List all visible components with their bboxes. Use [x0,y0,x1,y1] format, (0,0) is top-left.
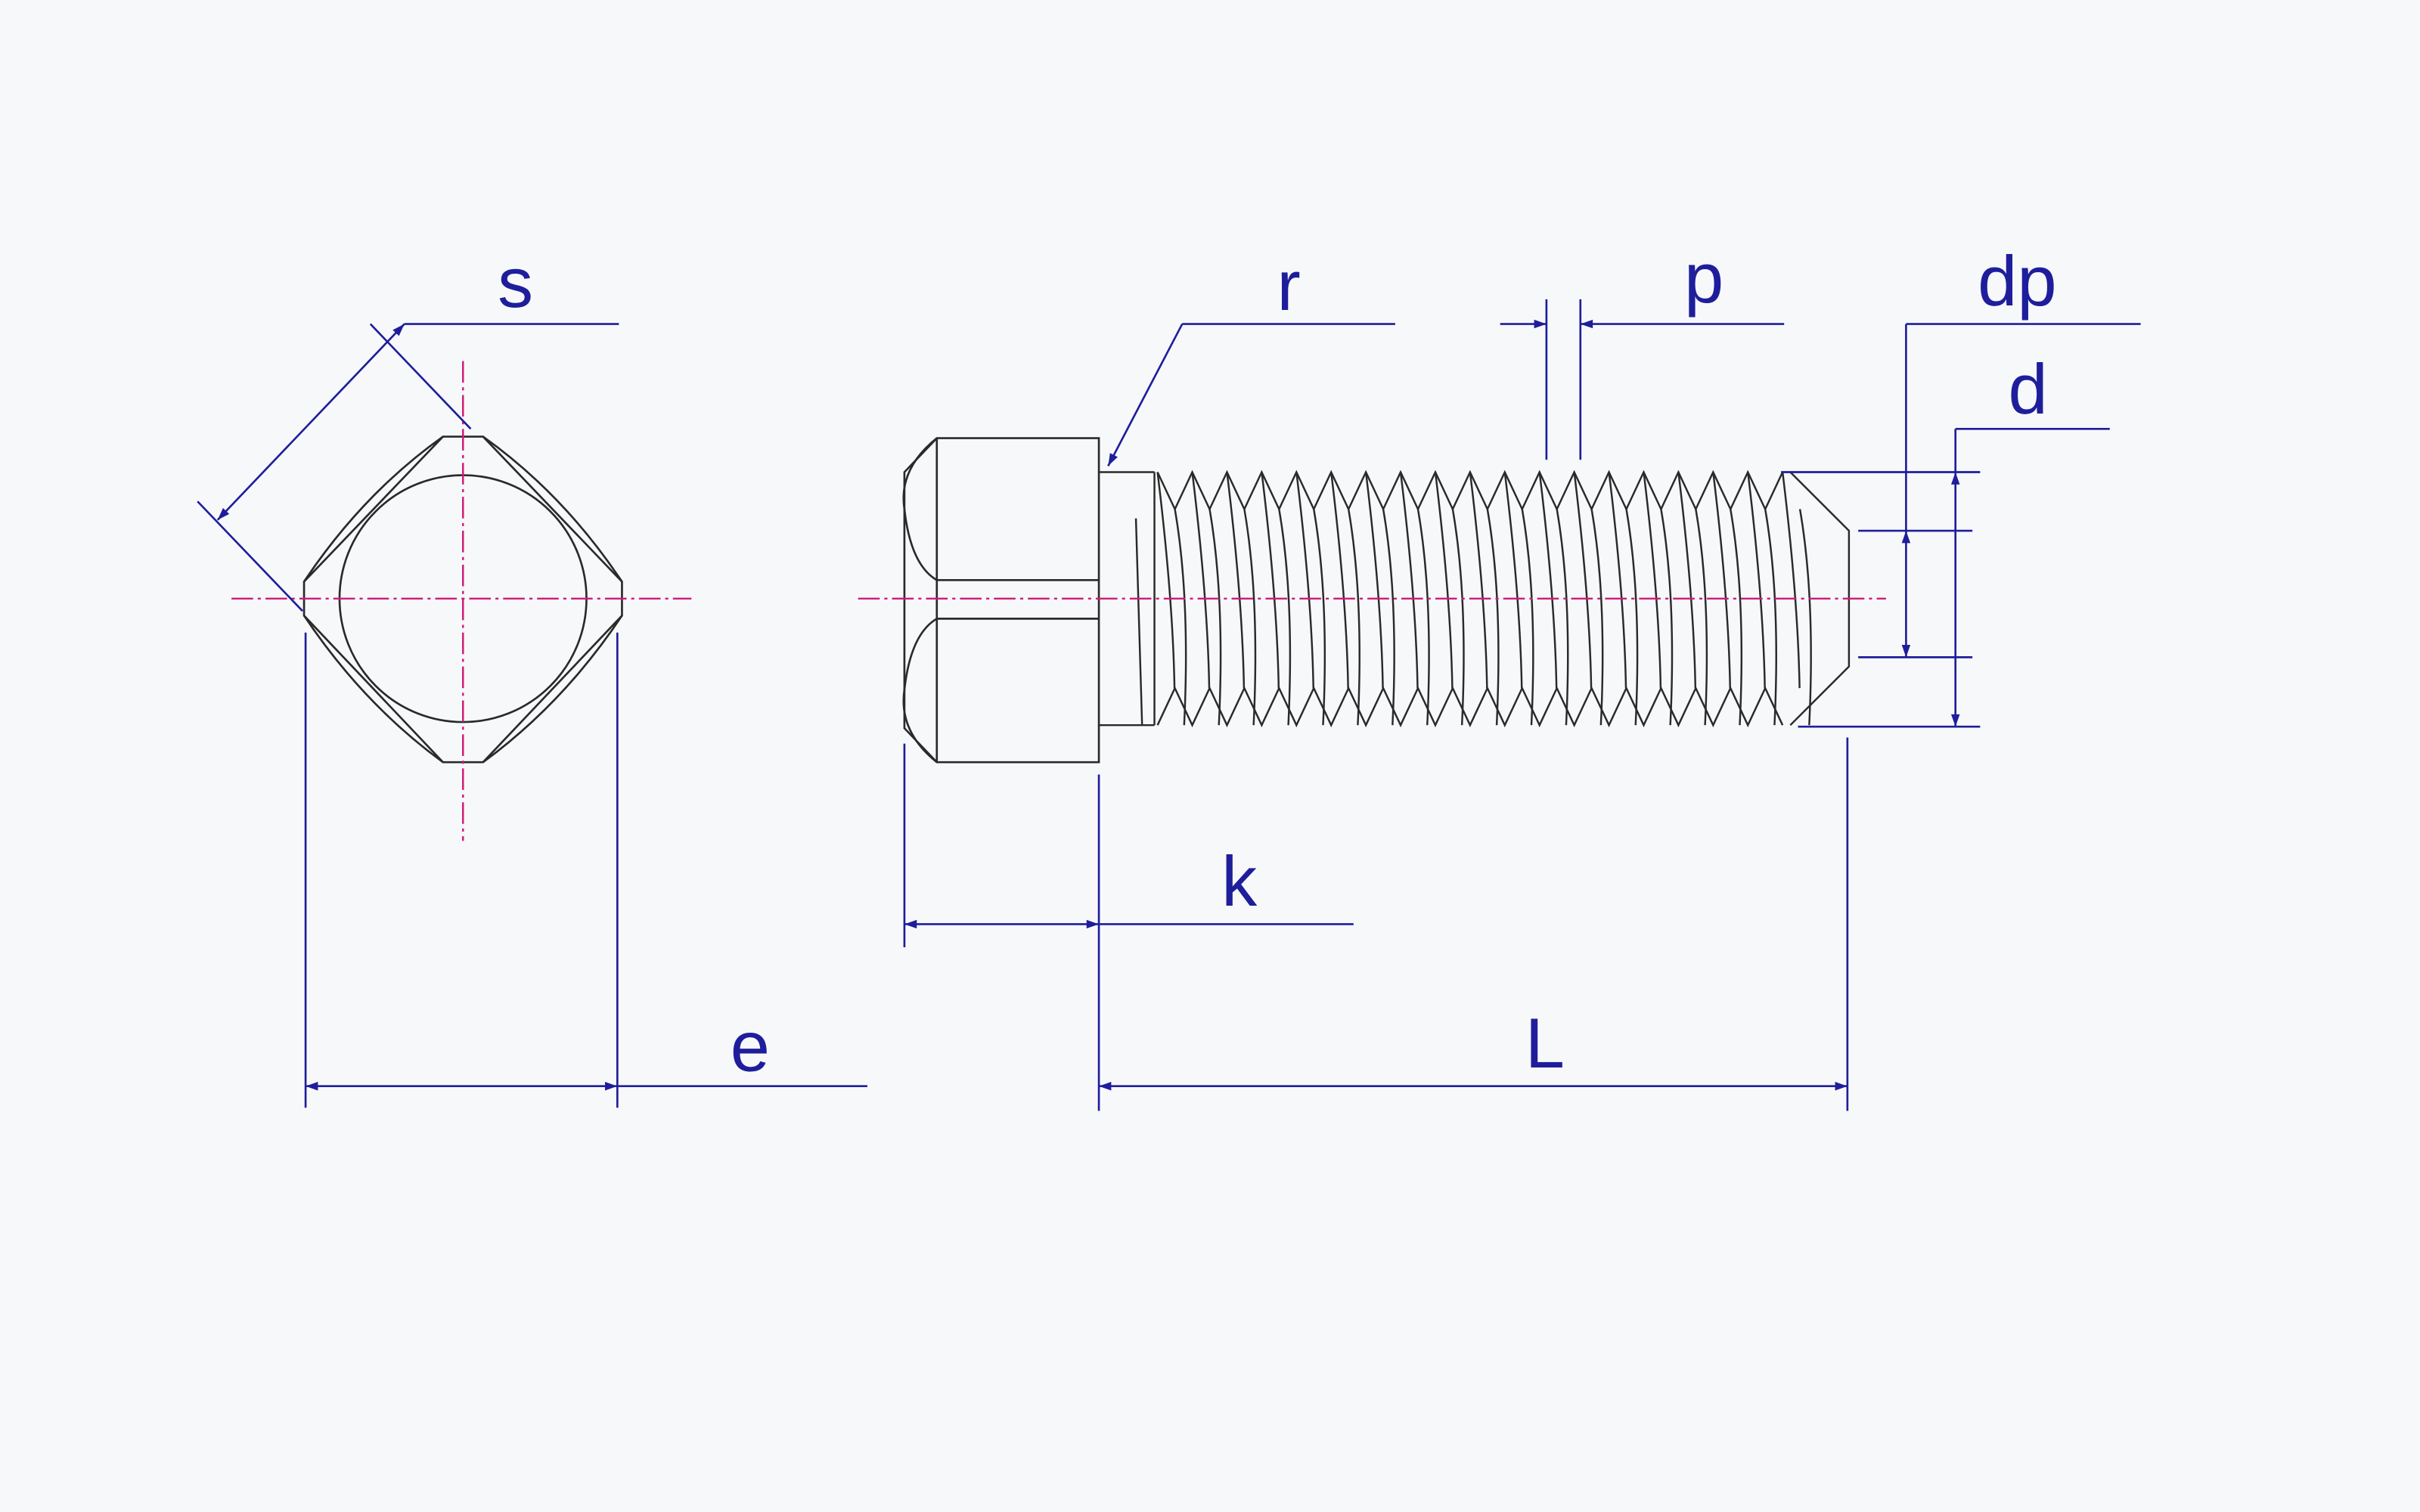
bolt-head-hex-profile [903,437,1100,764]
label-e: e [731,1006,770,1086]
thread-root-line [1521,509,1534,726]
thread-root-line [1278,509,1292,726]
thread-runout-line [1134,518,1143,726]
thread-flank-line [1261,472,1280,689]
thread-root-line [1313,509,1326,726]
head-face-arc-lower [902,618,938,764]
label-p: p [1684,238,1723,318]
thread-root-line [1243,509,1257,726]
thread-flank-line [1295,472,1314,689]
label-dp: dp [1978,241,2056,321]
thread-flank-line [1503,472,1523,689]
thread-root-line [1695,509,1708,726]
chamfer-arc-bottom-left [302,615,444,764]
thread-root-line [1764,509,1777,726]
thread-flank-line [1364,472,1384,689]
thread-root-line [1625,509,1639,726]
thread-root-line [1590,509,1604,726]
thread-flank-line [1781,472,1801,689]
thread-neck [1099,471,1156,727]
thread-flank-line [1226,472,1246,689]
thread-root-line [1730,509,1743,726]
label-k: k [1221,841,1258,921]
thread-root-line [1556,509,1569,726]
thread-flank-line [1608,472,1627,689]
thread-flank-line [1399,472,1419,689]
label-r: r [1277,246,1300,325]
s-extension-line-upper [369,323,472,430]
thread-root-line [1347,509,1360,726]
r-leader-diagonal [1107,323,1184,466]
end-view-centerlines [231,361,692,841]
thread-root-line [1416,509,1430,726]
thread-flank-line [1329,472,1349,689]
thread-root-line [1660,509,1674,726]
thread-root-line [1174,509,1187,726]
thread-root-line [1486,509,1500,726]
side-view [858,437,1886,764]
dimension-lines [197,299,2141,1111]
thread-flanks [1156,472,1812,726]
head-face-arc-upper [902,437,938,581]
chamfer-arc-top-right [482,435,623,583]
label-s: s [498,243,533,322]
thread-flank-line [1677,472,1697,689]
thread-flank-line [1191,472,1211,689]
bolt-head-outline [902,437,1100,764]
chamfer-arc-bottom-right [482,615,623,764]
end-view [231,361,692,841]
s-dimension-line [216,323,405,521]
s-extension-line-lower [197,500,303,612]
thread-root-line [1798,509,1812,726]
thread-flank-line [1434,472,1454,689]
thread-root-line [1208,509,1222,726]
thread-flank-line [1469,472,1488,689]
thread-flank-line [1573,472,1593,689]
label-d: d [2009,349,2048,429]
thread-flank-line [1538,472,1558,689]
thread-flank-line [1643,472,1662,689]
thread-flank-line [1156,472,1176,689]
bolt-shank [1099,469,1851,728]
thread-root-line [1382,509,1395,726]
thread-root-line [1451,509,1465,726]
thread-flank-line [1712,472,1731,689]
label-L: L [1525,1003,1565,1083]
thread-flank-line [1747,472,1766,689]
dimension-labels: s r p dp d k e L [498,238,2056,1086]
